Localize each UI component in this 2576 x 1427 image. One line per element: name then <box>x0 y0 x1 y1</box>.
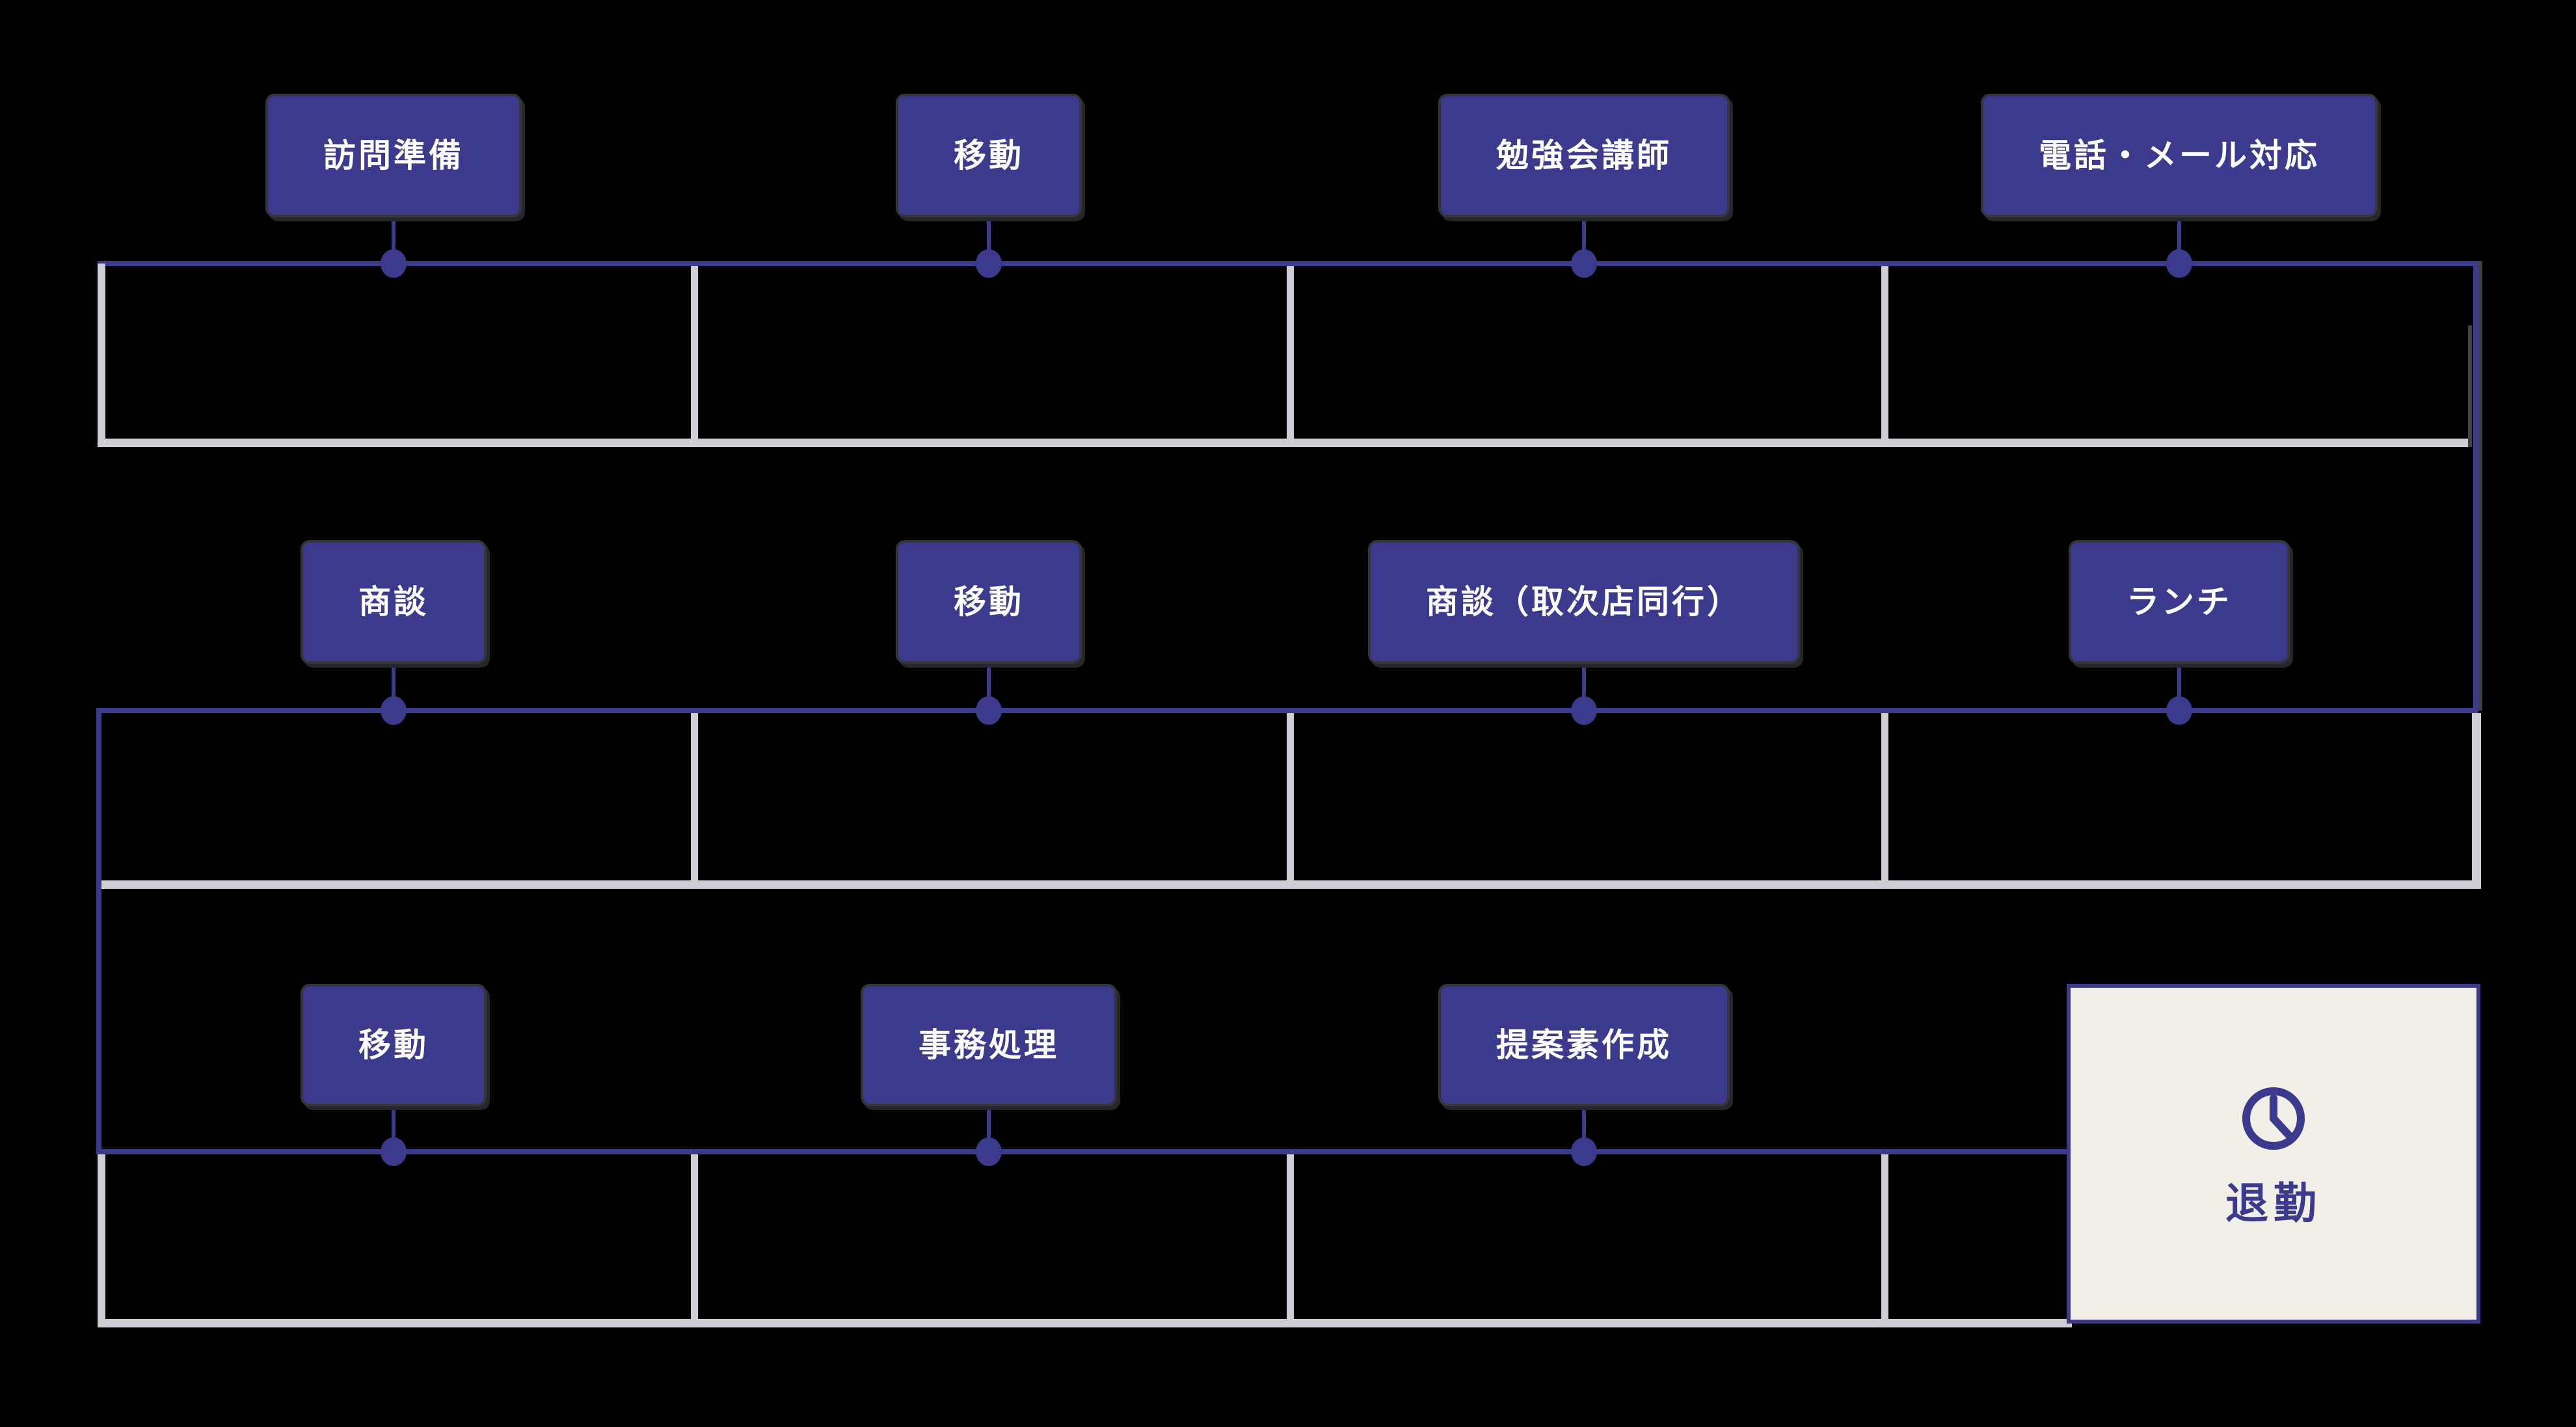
timeline-node <box>976 249 1002 278</box>
timeline-node <box>976 1137 1002 1166</box>
track3-left-border <box>98 1154 105 1327</box>
task-box: 移動 <box>896 94 1082 217</box>
connector <box>1582 664 1586 708</box>
timeline-row2 <box>98 708 2478 713</box>
connector <box>392 664 396 708</box>
task-box: 提案素作成 <box>1438 984 1730 1106</box>
task-box: 電話・メール対応 <box>1981 94 2378 217</box>
end-box-label: 退勤 <box>2225 1178 2322 1229</box>
task-label: 移動 <box>358 1026 429 1064</box>
timeline-row1 <box>98 261 2478 266</box>
task-box: 事務処理 <box>861 984 1117 1106</box>
track2-bottom-border <box>98 880 2481 889</box>
track1-divider-1 <box>691 266 698 439</box>
timeline-node <box>381 1137 407 1166</box>
task-box: 勉強会講師 <box>1438 94 1730 217</box>
serpentine-right-connector <box>2473 261 2478 713</box>
track2-divider-2 <box>1287 713 1294 880</box>
track3-bottom-border <box>98 1319 2072 1327</box>
task-box: 訪問準備 <box>265 94 522 217</box>
timeline-node <box>976 696 1002 725</box>
task-label: 移動 <box>954 583 1024 621</box>
task-box: 移動 <box>301 984 487 1106</box>
connector <box>987 664 991 708</box>
timeline-node <box>381 696 407 725</box>
track3-divider-3 <box>1881 1154 1888 1319</box>
task-label: 移動 <box>954 137 1024 174</box>
task-label: 提案素作成 <box>1496 1026 1672 1064</box>
track1-bottom-border <box>98 439 2471 447</box>
end-box-clock-out: 退勤 <box>2067 984 2480 1324</box>
task-label: 電話・メール対応 <box>2039 137 2320 174</box>
timeline-node <box>1571 696 1597 725</box>
timeline-node <box>1571 249 1597 278</box>
task-box: ランチ <box>2069 540 2290 664</box>
track3-divider-1 <box>691 1154 698 1319</box>
serpentine-right-edge <box>2478 261 2482 711</box>
task-label: 商談（取次店同行） <box>1426 583 1742 621</box>
track1-divider-2 <box>1287 266 1294 439</box>
connector <box>987 1106 991 1149</box>
timeline-node <box>381 249 407 278</box>
timeline-node <box>1571 1137 1597 1166</box>
connector <box>1582 1106 1586 1149</box>
clock-icon <box>2242 1087 2305 1150</box>
serpentine-left-connector <box>96 708 101 1154</box>
timeline-node <box>2166 696 2192 725</box>
timeline-node <box>2166 249 2192 278</box>
track1-divider-3 <box>1881 266 1888 439</box>
task-box: 商談（取次店同行） <box>1368 540 1800 664</box>
task-label: 商談 <box>358 583 429 621</box>
track1-right-border <box>2468 325 2472 447</box>
task-box: 商談 <box>301 540 487 664</box>
timeline-row3 <box>98 1149 2072 1154</box>
task-box: 移動 <box>896 540 1082 664</box>
connector <box>1582 217 1586 264</box>
connector <box>987 217 991 264</box>
track3-divider-2 <box>1287 1154 1294 1319</box>
connector <box>392 217 396 264</box>
track1-left-border <box>98 264 105 447</box>
task-label: ランチ <box>2127 583 2232 621</box>
track2-divider-1 <box>691 713 698 880</box>
connector <box>2177 217 2181 264</box>
task-label: 訪問準備 <box>323 137 464 174</box>
track2-right-border <box>2472 713 2481 889</box>
task-label: 事務処理 <box>919 1026 1059 1064</box>
track2-divider-3 <box>1881 713 1888 880</box>
connector <box>392 1106 396 1149</box>
task-label: 勉強会講師 <box>1496 137 1672 174</box>
connector <box>2177 664 2181 708</box>
